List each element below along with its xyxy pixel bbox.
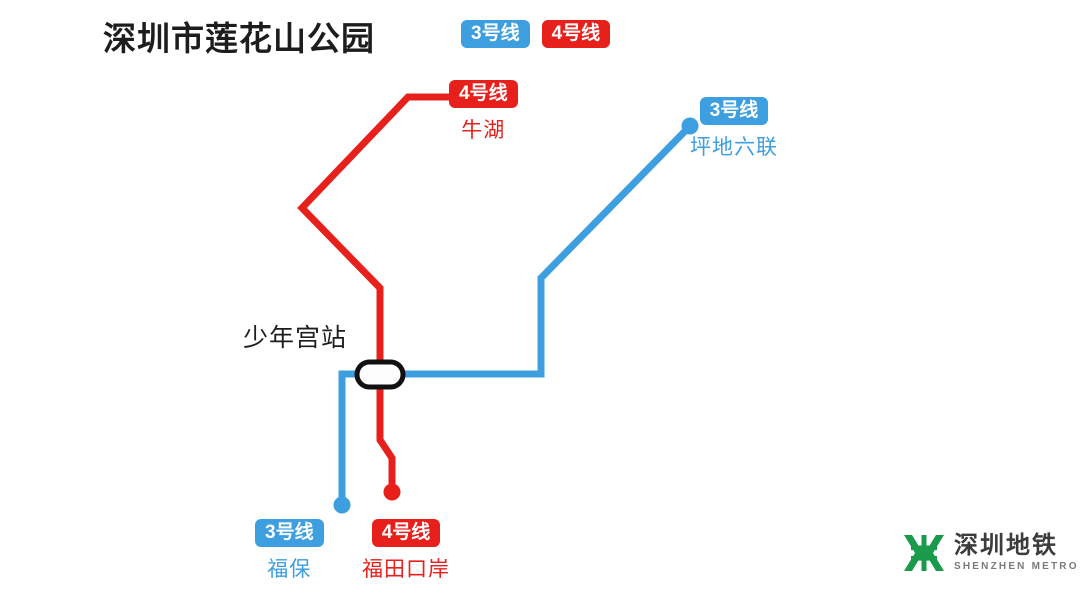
terminal-station-name-niuhu: 牛湖 (461, 119, 506, 142)
terminal-label-pingdiliulian: 3号线 坪地六联 (690, 97, 778, 161)
terminal-dot-pingdiliulian[interactable] (681, 117, 699, 135)
terminal-dot-futiankouan[interactable] (383, 483, 401, 501)
terminal-badge-line4-futiankouan[interactable]: 4号线 (371, 519, 441, 547)
shenzhen-metro-logo: 深圳地铁 SHENZHEN METRO (903, 533, 1079, 573)
logo-name-cn: 深圳地铁 (954, 532, 1058, 559)
terminal-dot-fubao[interactable] (333, 496, 351, 514)
terminal-station-name-futiankouan: 福田口岸 (362, 558, 450, 581)
terminal-station-name-fubao: 福保 (267, 558, 312, 581)
logo-name-en: SHENZHEN METRO (954, 561, 1079, 572)
terminal-label-fubao: 3号线 福保 (255, 519, 324, 583)
terminal-badge-line3-pingdiliulian[interactable]: 3号线 (699, 97, 769, 125)
header-badge-line3[interactable]: 3号线 (461, 20, 530, 48)
line4-route-path (297, 93, 458, 492)
interchange-station-label: 少年宫站 (243, 324, 348, 352)
page-header: 深圳市莲花山公园 3号线 4号线 (0, 0, 1080, 70)
interchange-station-marker[interactable] (354, 359, 406, 390)
terminal-badge-line4-niuhu[interactable]: 4号线 (449, 80, 518, 108)
terminal-badge-line3-fubao[interactable]: 3号线 (255, 519, 324, 547)
shenzhen-metro-logo-icon (904, 535, 944, 571)
page-title: 深圳市莲花山公园 (103, 20, 375, 57)
terminal-label-niuhu: 4号线 牛湖 (449, 80, 518, 144)
terminal-station-name-pingdiliulian: 坪地六联 (690, 136, 778, 159)
logo-text-block: 深圳地铁 SHENZHEN METRO (954, 534, 1079, 572)
line3-route-path (338, 123, 693, 505)
terminal-label-futiankouan: 4号线 福田口岸 (362, 519, 450, 583)
header-line-badges: 3号线 4号线 (461, 20, 611, 48)
header-badge-line4[interactable]: 4号线 (541, 20, 611, 48)
